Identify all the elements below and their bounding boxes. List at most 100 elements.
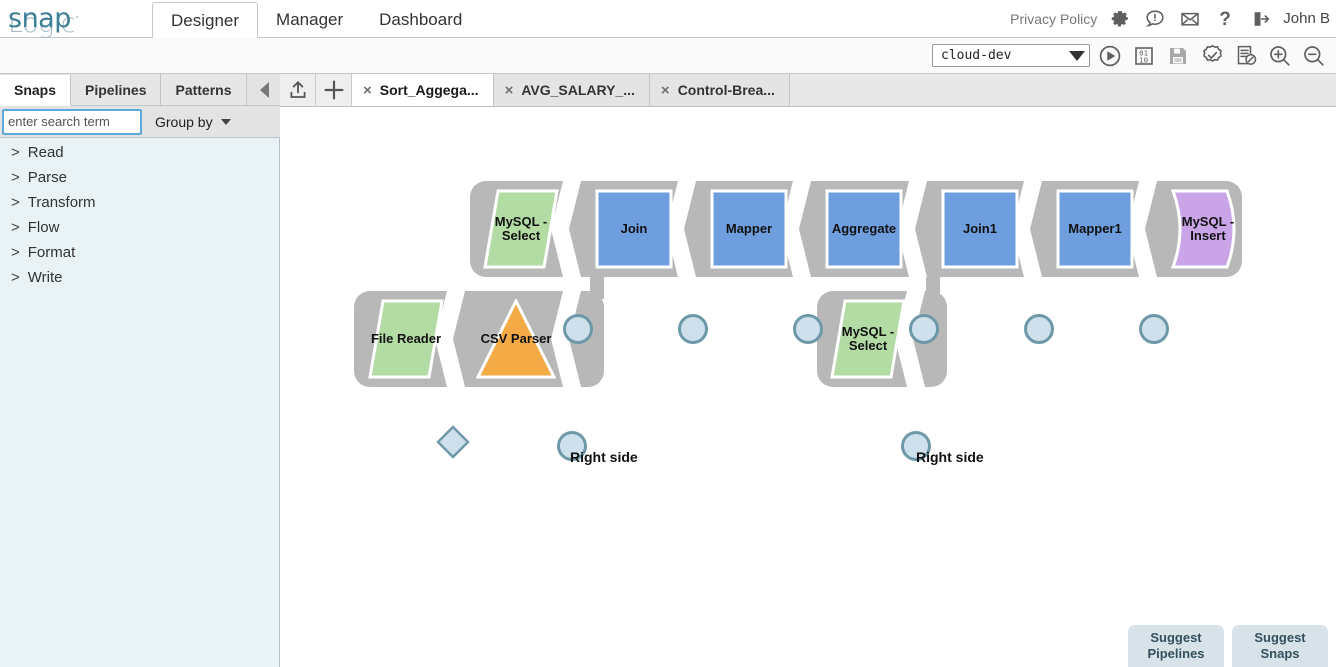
connector-mapper-out[interactable] <box>793 314 823 344</box>
sidebar-tabbar: Snaps Pipelines Patterns <box>0 74 280 106</box>
snap-csv-parser[interactable]: CSV Parser <box>476 299 556 379</box>
suggest-pipelines-button[interactable]: Suggest Pipelines <box>1128 625 1224 667</box>
zoom-out-icon[interactable] <box>1300 41 1328 71</box>
snap-mysql-select[interactable]: MySQL - Select <box>483 189 559 269</box>
pipeline-tab-control-break-label: Control-Brea... <box>677 82 775 98</box>
group-by-dropdown[interactable]: Group by <box>155 114 231 130</box>
chevron-right-icon: > <box>11 144 20 161</box>
sidebar-item-read-label: Read <box>27 144 64 161</box>
collapse-left-icon[interactable] <box>252 79 276 101</box>
logo-dot: · <box>75 11 79 26</box>
square-icon <box>825 189 903 269</box>
sidebar-item-flow-label: Flow <box>27 219 60 236</box>
connector-mysql-select-2-out[interactable] <box>901 431 931 461</box>
user-name[interactable]: John B <box>1283 10 1330 27</box>
binary-data-icon[interactable]: 01 10 <box>1130 41 1158 71</box>
chevron-right-icon: > <box>11 169 20 186</box>
chevron-right-icon: > <box>11 244 20 261</box>
pipeline-toolbar: cloud-dev 01 10 <box>0 38 1336 74</box>
sidebar-tab-snaps[interactable]: Snaps <box>0 75 72 106</box>
pipeline-tab-avg-salary-label: AVG_SALARY_... <box>521 82 635 98</box>
notification-icon[interactable] <box>1143 7 1167 31</box>
triangle-icon <box>476 299 556 379</box>
environment-dropdown[interactable]: cloud-dev <box>932 44 1090 67</box>
connector-mapper1-out[interactable] <box>1139 314 1169 344</box>
logo-logic-text: Logic <box>8 8 76 39</box>
close-icon[interactable]: × <box>504 81 514 99</box>
privacy-policy-link[interactable]: Privacy Policy <box>1010 10 1098 27</box>
snap-mapper[interactable]: Mapper <box>710 189 788 269</box>
header-right-group: Privacy Policy ? <box>1010 0 1332 37</box>
pipeline-tab-sort-aggega[interactable]: × Sort_Aggega... <box>352 74 494 106</box>
group-by-label: Group by <box>155 113 213 130</box>
sidebar-item-format[interactable]: > Format <box>0 240 280 265</box>
chevron-right-icon: > <box>11 194 20 211</box>
connector-diamond[interactable] <box>436 425 470 459</box>
tab-designer-label: Designer <box>171 10 240 30</box>
close-icon[interactable]: × <box>660 81 670 99</box>
upload-icon[interactable] <box>280 74 316 106</box>
snap-join1[interactable]: Join1 <box>941 189 1019 269</box>
square-icon <box>710 189 788 269</box>
sidebar-item-format-label: Format <box>27 244 76 261</box>
tab-manager[interactable]: Manager <box>258 1 361 38</box>
connector-mysql-select-out[interactable] <box>563 314 593 344</box>
tab-designer[interactable]: Designer <box>152 2 259 39</box>
connector-join-out[interactable] <box>678 314 708 344</box>
pipeline-tab-avg-salary[interactable]: × AVG_SALARY_... <box>493 74 650 106</box>
suggest-snaps-button[interactable]: Suggest Snaps <box>1232 625 1328 667</box>
sidebar-item-write[interactable]: > Write <box>0 265 280 290</box>
logout-icon[interactable] <box>1248 7 1272 31</box>
sidebar-item-transform-label: Transform <box>27 194 96 211</box>
mail-icon[interactable] <box>1178 7 1202 31</box>
pipeline-tabbar: × Sort_Aggega... × AVG_SALARY_... × Cont… <box>280 74 1336 107</box>
connector-csv-parser-out[interactable] <box>557 431 587 461</box>
search-input[interactable] <box>2 108 142 135</box>
edit-notes-icon[interactable] <box>1232 41 1260 71</box>
square-icon <box>941 189 1019 269</box>
snap-join[interactable]: Join <box>595 189 673 269</box>
chevron-down-icon <box>1069 50 1085 61</box>
sidebar-tab-patterns[interactable]: Patterns <box>161 74 247 105</box>
sidebar-tab-patterns-label: Patterns <box>175 81 232 98</box>
sidebar-item-parse[interactable]: > Parse <box>0 165 280 190</box>
sidebar-tab-pipelines-label: Pipelines <box>85 81 147 98</box>
chevron-down-icon <box>220 118 231 125</box>
snap-mapper1[interactable]: Mapper1 <box>1056 189 1134 269</box>
save-icon[interactable] <box>1164 41 1192 71</box>
svg-text:01: 01 <box>1139 48 1148 57</box>
snap-file-reader[interactable]: File Reader <box>368 299 444 379</box>
sidebar-item-flow[interactable]: > Flow <box>0 215 280 240</box>
square-icon <box>1056 189 1134 269</box>
sidebar-tab-pipelines[interactable]: Pipelines <box>71 74 162 105</box>
plus-icon[interactable] <box>316 74 352 106</box>
document-icon <box>1169 189 1247 269</box>
parallelogram-icon <box>830 299 906 379</box>
pipeline-tab-control-break[interactable]: × Control-Brea... <box>649 74 790 106</box>
sidebar-item-transform[interactable]: > Transform <box>0 190 280 215</box>
left-sidebar: Snaps Pipelines Patterns Group by > Read… <box>0 74 280 667</box>
snap-mysql-select-2[interactable]: MySQL - Select <box>830 299 906 379</box>
help-icon[interactable]: ? <box>1213 7 1237 31</box>
close-icon[interactable]: × <box>363 81 372 99</box>
logo-snap-text: snap <box>8 3 71 34</box>
suggest-button-group: Suggest Pipelines Suggest Snaps <box>1128 625 1328 667</box>
gear-icon[interactable] <box>1108 7 1132 31</box>
connector-join1-out[interactable] <box>1024 314 1054 344</box>
environment-value: cloud-dev <box>941 48 1012 63</box>
zoom-in-icon[interactable] <box>1266 41 1294 71</box>
main-nav-tabs: Designer Manager Dashboard <box>152 0 480 39</box>
sidebar-item-read[interactable]: > Read <box>0 140 280 165</box>
pipeline-canvas[interactable]: MySQL - Select Join Mapper <box>280 107 1336 667</box>
tab-dashboard[interactable]: Dashboard <box>361 1 480 38</box>
execute-icon[interactable] <box>1096 41 1124 71</box>
pipeline-graph: MySQL - Select Join Mapper <box>280 107 1336 667</box>
validate-icon[interactable] <box>1198 41 1226 71</box>
parallelogram-icon <box>368 299 444 379</box>
snap-mysql-insert[interactable]: MySQL - Insert <box>1169 189 1247 269</box>
connector-aggregate-out[interactable] <box>909 314 939 344</box>
chevron-right-icon: > <box>11 219 20 236</box>
snap-aggregate[interactable]: Aggregate <box>825 189 903 269</box>
